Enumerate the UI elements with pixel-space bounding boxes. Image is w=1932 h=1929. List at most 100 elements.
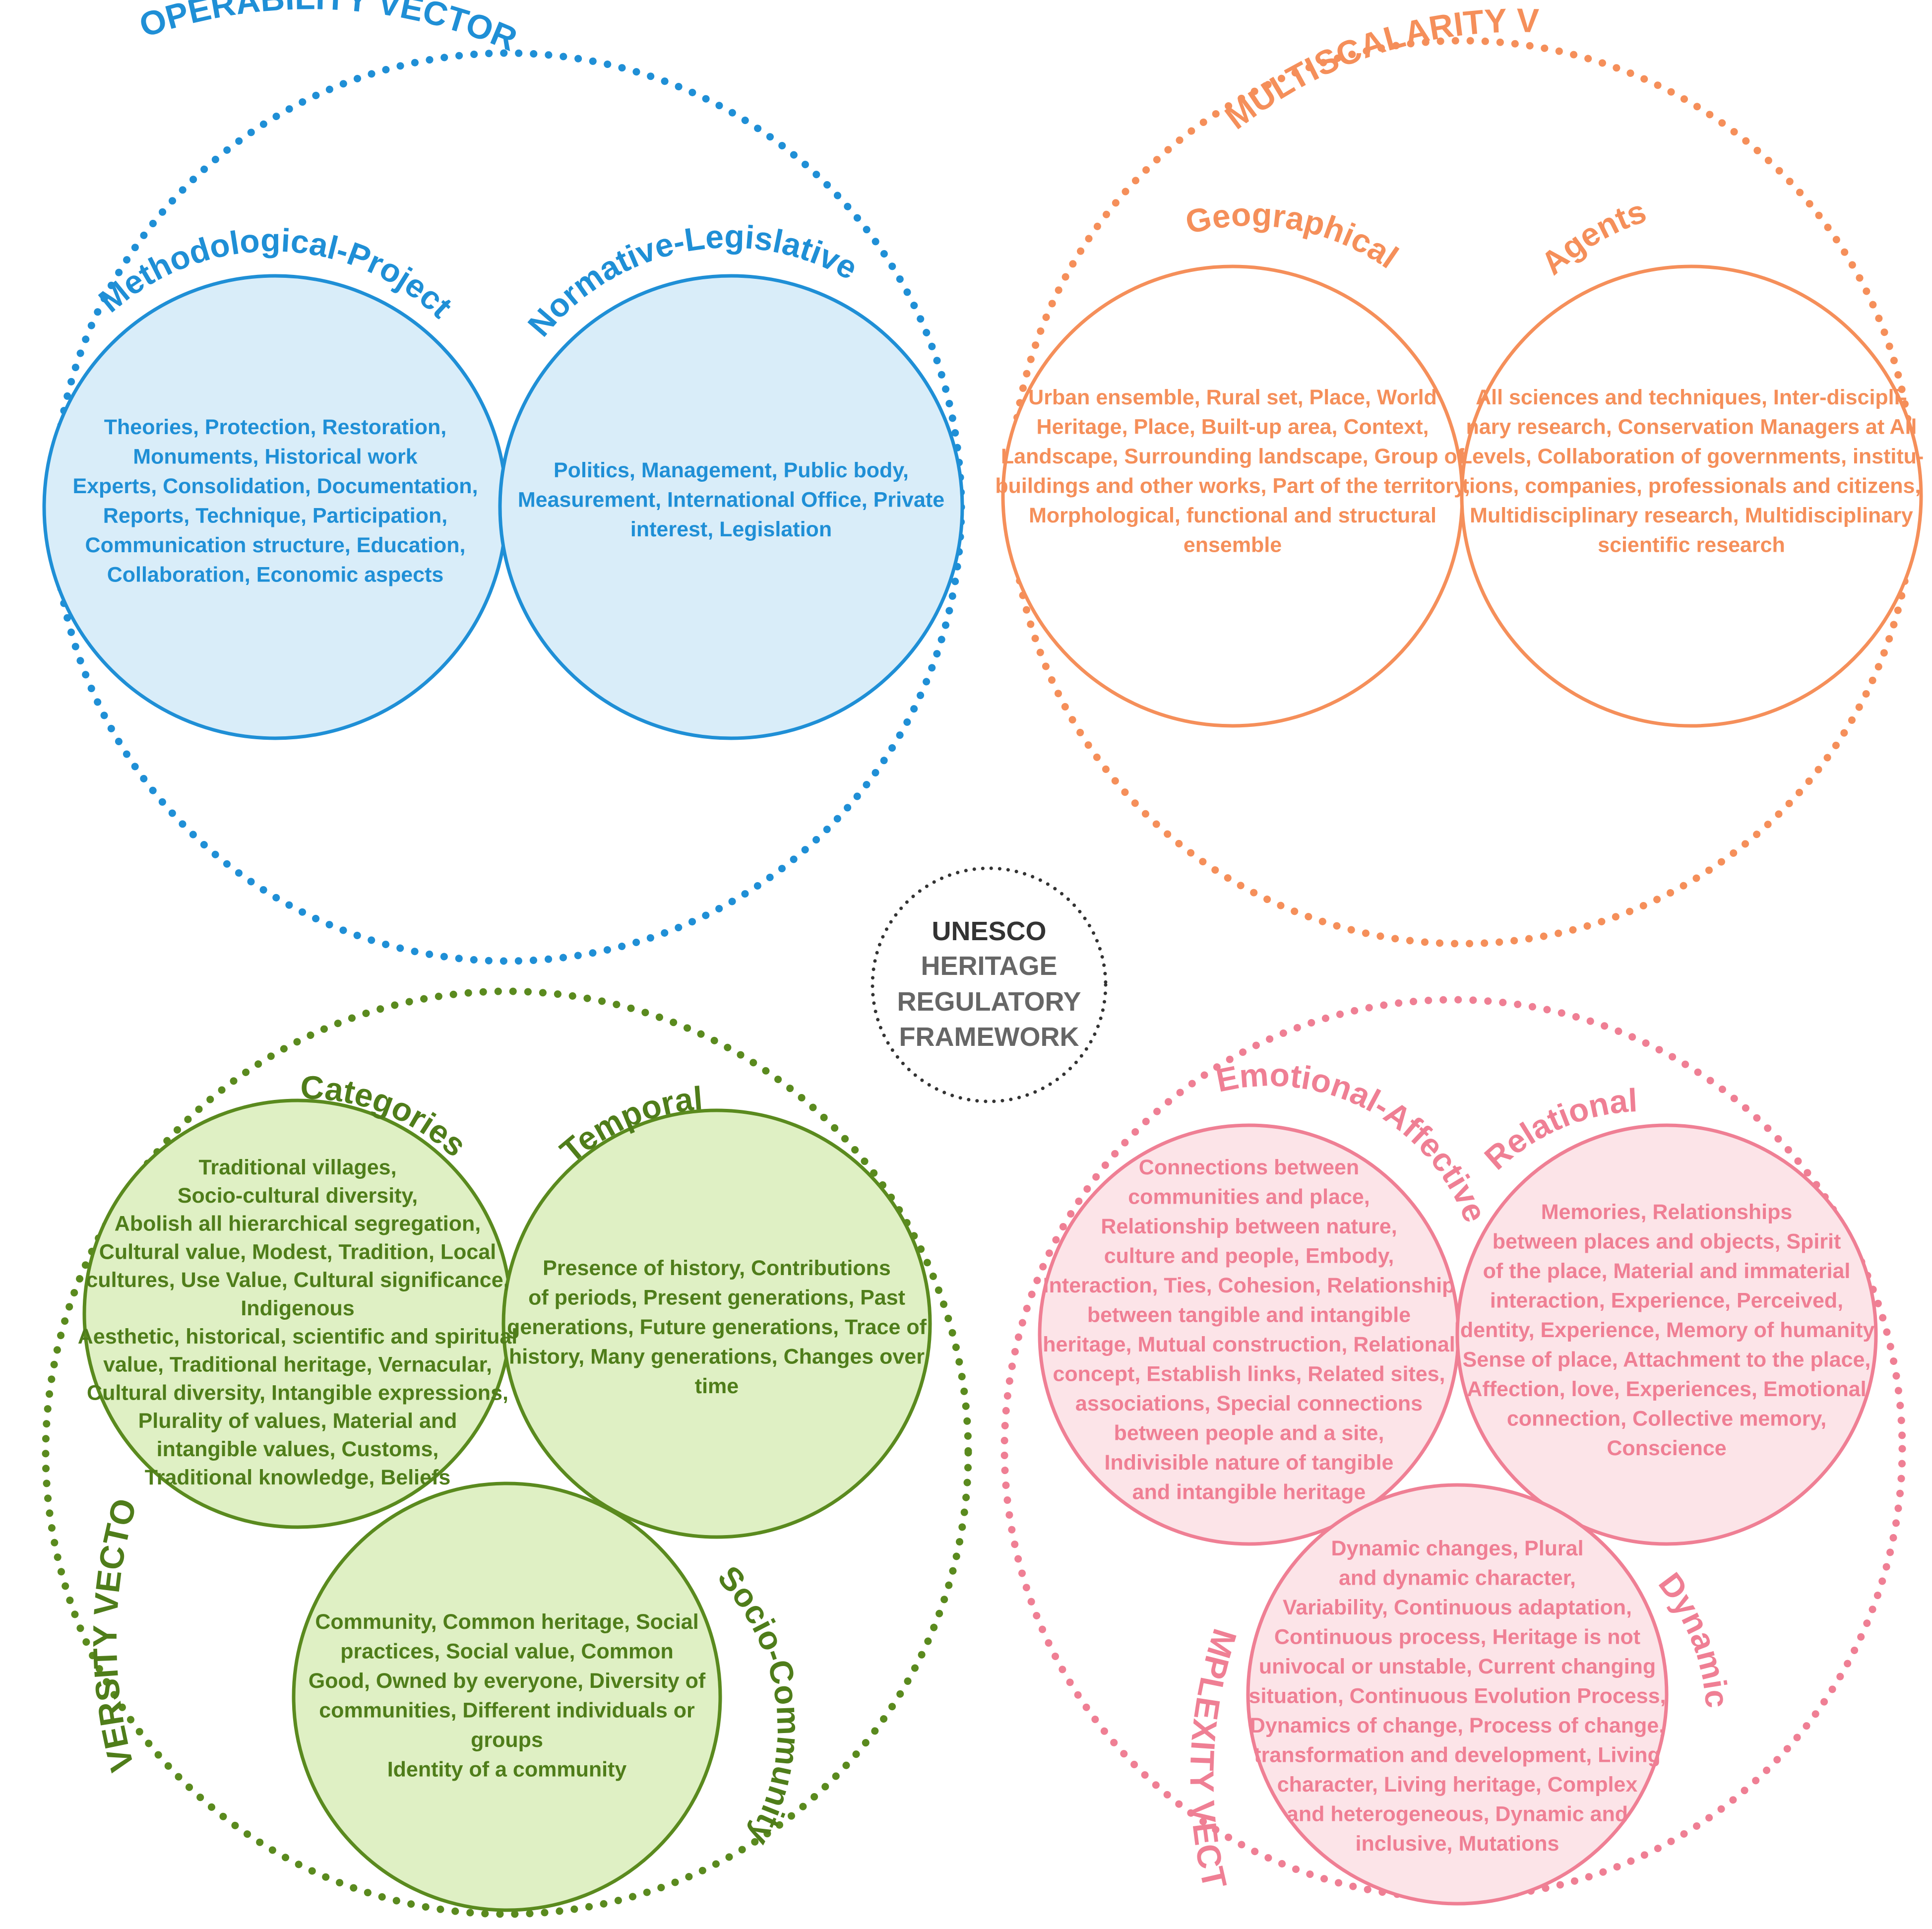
text-line: of periods, Present generations, Past xyxy=(528,1286,905,1310)
center-line-2: HERITAGE xyxy=(921,951,1057,981)
text-line: Connections between xyxy=(1139,1156,1359,1179)
operability-vector: OPERABILITY VECTOR Methodological-Projec… xyxy=(42,0,965,965)
text-line: Levels, Collaboration of governments, in… xyxy=(1459,445,1924,468)
socio-circle xyxy=(292,1481,722,1912)
text-line: Landscape, Surrounding landscape, Group … xyxy=(1001,445,1465,468)
geographical-title: Geographical xyxy=(1182,196,1405,275)
text-line: Plurality of values, Material and xyxy=(138,1409,457,1433)
dynamic-circle xyxy=(1246,1483,1669,1906)
text-line: concept, Establish links, Related sites, xyxy=(1053,1362,1445,1386)
text-line: Indivisible nature of tangible xyxy=(1105,1451,1394,1475)
text-line: Urban ensemble, Rural set, Place, World xyxy=(1028,386,1437,409)
text-line: Continuous process, Heritage is not xyxy=(1274,1625,1640,1649)
center-ring xyxy=(871,866,1108,1103)
text-line: character, Living heritage, Complex xyxy=(1277,1773,1638,1797)
text-line: and intangible heritage xyxy=(1132,1480,1366,1504)
center-line-3: REGULATORY xyxy=(897,987,1081,1017)
text-line: Aesthetic, historical, scientific and sp… xyxy=(78,1325,518,1349)
text-line: Affection, love, Experiences, Emotional xyxy=(1467,1377,1866,1401)
text-line: generations, Future generations, Trace o… xyxy=(507,1315,927,1339)
text-line: intangible values, Customs, xyxy=(157,1437,439,1461)
text-line: communities and place, xyxy=(1128,1185,1370,1209)
text-line: transformation and development, Living xyxy=(1254,1743,1660,1767)
text-line: Indigenous xyxy=(241,1296,354,1320)
methodological-text: Theories, Protection, Restoration,Monume… xyxy=(72,415,478,587)
diversity-outer-ring xyxy=(42,987,972,1918)
text-line: Socio-cultural diversity, xyxy=(178,1184,418,1208)
agents-text: All sciences and techniques, Inter-disci… xyxy=(1459,386,1924,557)
text-line: of the place, Material and immaterial xyxy=(1483,1259,1851,1283)
text-line: Abolish all hierarchical segregation, xyxy=(115,1212,481,1236)
text-line: practices, Social value, Common xyxy=(340,1640,674,1664)
text-line: Identity of a community xyxy=(387,1758,627,1782)
text-line: Communication structure, Education, xyxy=(85,533,466,557)
text-line: scientific research xyxy=(1598,533,1785,557)
text-line: Monuments, Historical work xyxy=(133,445,418,469)
text-line: Relationship between nature, xyxy=(1101,1215,1397,1238)
text-line: Variability, Continuous adaptation, xyxy=(1283,1596,1632,1619)
text-line: history, Many generations, Changes over xyxy=(509,1345,925,1369)
text-line: cultures, Use Value, Cultural significan… xyxy=(86,1268,509,1292)
text-line: Presence of history, Contributions xyxy=(543,1256,891,1280)
text-line: nary research, Conservation Managers at … xyxy=(1466,415,1917,439)
temporal-text: Presence of history, Contributions of per… xyxy=(507,1256,927,1398)
center-badge: UNESCO HERITAGE REGULATORY FRAMEWORK xyxy=(871,866,1108,1103)
text-line: between people and a site, xyxy=(1114,1421,1384,1445)
text-line: Sense of place, Attachment to the place, xyxy=(1463,1348,1871,1372)
text-line: tions, companies, professionals and citi… xyxy=(1462,474,1921,498)
text-line: Good, Owned by everyone, Diversity of xyxy=(309,1669,706,1693)
socio-title: Socio-Community xyxy=(711,1558,808,1852)
text-line: Collaboration, Economic aspects xyxy=(107,563,444,587)
text-line: Memories, Relationships xyxy=(1541,1200,1793,1224)
text-line: interaction, Experience, Perceived, xyxy=(1490,1289,1843,1313)
relational-circle xyxy=(1455,1123,1878,1546)
text-line: Identity, Experience, Memory of humanity… xyxy=(1454,1318,1879,1342)
normative-text: Politics, Management, Public body, Measur… xyxy=(518,458,944,541)
text-line: Morphological, functional and structural xyxy=(1029,504,1436,527)
socio-text: Community, Common heritage, Social practi… xyxy=(309,1610,706,1782)
text-line: Politics, Management, Public body, xyxy=(554,458,909,482)
text-line: situation, Continuous Evolution Process, xyxy=(1249,1684,1666,1708)
relational-text: Memories, Relationships between places an… xyxy=(1454,1200,1879,1460)
text-line: Dynamic changes, Plural xyxy=(1331,1537,1583,1560)
text-line: communities, Different individuals or xyxy=(319,1699,695,1723)
agents-title: Agents xyxy=(1534,193,1650,282)
text-line: Multidisciplinary research, Multidiscipl… xyxy=(1470,504,1913,527)
text-line: between tangible and intangible xyxy=(1087,1303,1411,1327)
operability-vector-title: OPERABILITY VECTOR xyxy=(135,0,522,59)
categories-text: Traditional villages, Socio-cultural dive… xyxy=(78,1156,518,1489)
agents-circle xyxy=(1460,264,1923,728)
text-line: Experts, Consolidation, Documentation, xyxy=(72,474,478,498)
text-line: inclusive, Mutations xyxy=(1356,1832,1559,1856)
text-line: time xyxy=(695,1374,739,1398)
text-line: Reports, Technique, Participation, xyxy=(103,504,447,528)
center-line-1: UNESCO xyxy=(932,916,1046,946)
text-line: Heritage, Place, Built-up area, Context, xyxy=(1037,415,1429,439)
normative-circle xyxy=(498,274,964,740)
text-line: associations, Special connections xyxy=(1075,1392,1423,1415)
text-line: buildings and other works, Part of the t… xyxy=(995,474,1470,498)
text-line: and heterogeneous, Dynamic and xyxy=(1287,1802,1628,1826)
text-line: heritage, Mutual construction, Relationa… xyxy=(1043,1333,1455,1356)
text-line: and dynamic character, xyxy=(1339,1566,1576,1590)
text-line: All sciences and techniques, Inter-disci… xyxy=(1476,386,1907,409)
text-line: value, Traditional heritage, Vernacular, xyxy=(103,1353,492,1377)
text-line: Cultural value, Modest, Tradition, Local xyxy=(99,1240,496,1264)
text-line: between places and objects, Spirit xyxy=(1493,1230,1841,1254)
text-line: univocal or unstable, Current changing xyxy=(1259,1655,1656,1678)
text-line: Measurement, International Office, Priva… xyxy=(518,488,944,512)
text-line: Interaction, Ties, Cohesion, Relationshi… xyxy=(1043,1274,1455,1297)
text-line: culture and people, Embody, xyxy=(1104,1244,1394,1268)
center-line-4: FRAMEWORK xyxy=(899,1022,1079,1052)
text-line: Traditional villages, xyxy=(198,1156,396,1179)
text-line: Conscience xyxy=(1607,1436,1726,1460)
text-line: Traditional knowledge, Beliefs xyxy=(145,1466,450,1489)
text-line: groups xyxy=(471,1728,543,1752)
text-line: interest, Legislation xyxy=(630,517,832,541)
text-line: connection, Collective memory, xyxy=(1507,1407,1826,1431)
text-line: ensemble xyxy=(1184,533,1282,557)
text-line: Community, Common heritage, Social xyxy=(315,1610,698,1634)
